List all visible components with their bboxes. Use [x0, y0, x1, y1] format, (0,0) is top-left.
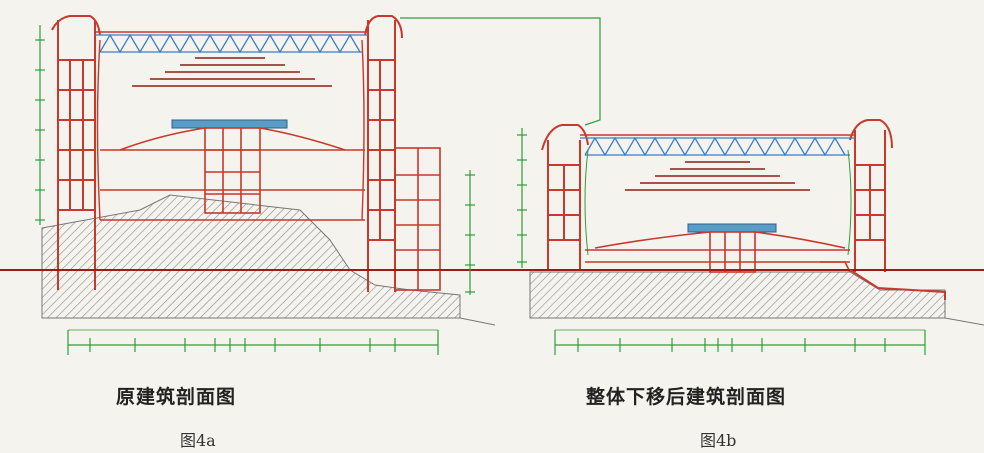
ground-slope-line	[459, 317, 496, 326]
caption-4a: 原建筑剖面图	[116, 386, 237, 408]
right-tower-b	[849, 119, 893, 272]
stepped-ceiling	[132, 57, 332, 87]
dimension-left	[35, 25, 45, 225]
roof-truss-b	[580, 136, 855, 157]
roof-truss	[95, 33, 368, 54]
stepped-ceiling-b	[625, 161, 810, 191]
section-drawing-original	[0, 15, 500, 355]
stage-block-b	[585, 231, 851, 273]
dimension-bottom-b	[554, 330, 926, 355]
figure-4b: 整体下移后建筑剖面图 图4b	[500, 0, 984, 453]
dimension-left-b	[517, 128, 527, 268]
ground-hatch-b	[529, 271, 946, 319]
left-tower	[51, 15, 101, 290]
site-profile-line	[849, 269, 946, 300]
section-drawing-lowered	[500, 17, 984, 355]
figure-label-4b: 图4b	[700, 431, 737, 450]
dimension-bottom	[67, 330, 439, 355]
dimension-right	[465, 170, 475, 295]
ground-hatch	[41, 194, 461, 319]
connector-line-b	[500, 17, 601, 126]
figure-label-4a: 图4a	[180, 431, 216, 450]
caption-4b: 整体下移后建筑剖面图	[586, 386, 787, 408]
left-tower-b	[541, 124, 589, 270]
figure-4a: 原建筑剖面图 图4a	[0, 15, 500, 450]
inner-walls	[96, 39, 365, 221]
ground-slope-line-b	[944, 317, 984, 326]
stage-block	[100, 127, 365, 221]
stage-beam-b	[687, 223, 777, 233]
inner-walls-b	[584, 149, 852, 256]
annex-building	[394, 147, 441, 291]
stage-beam	[171, 119, 288, 129]
